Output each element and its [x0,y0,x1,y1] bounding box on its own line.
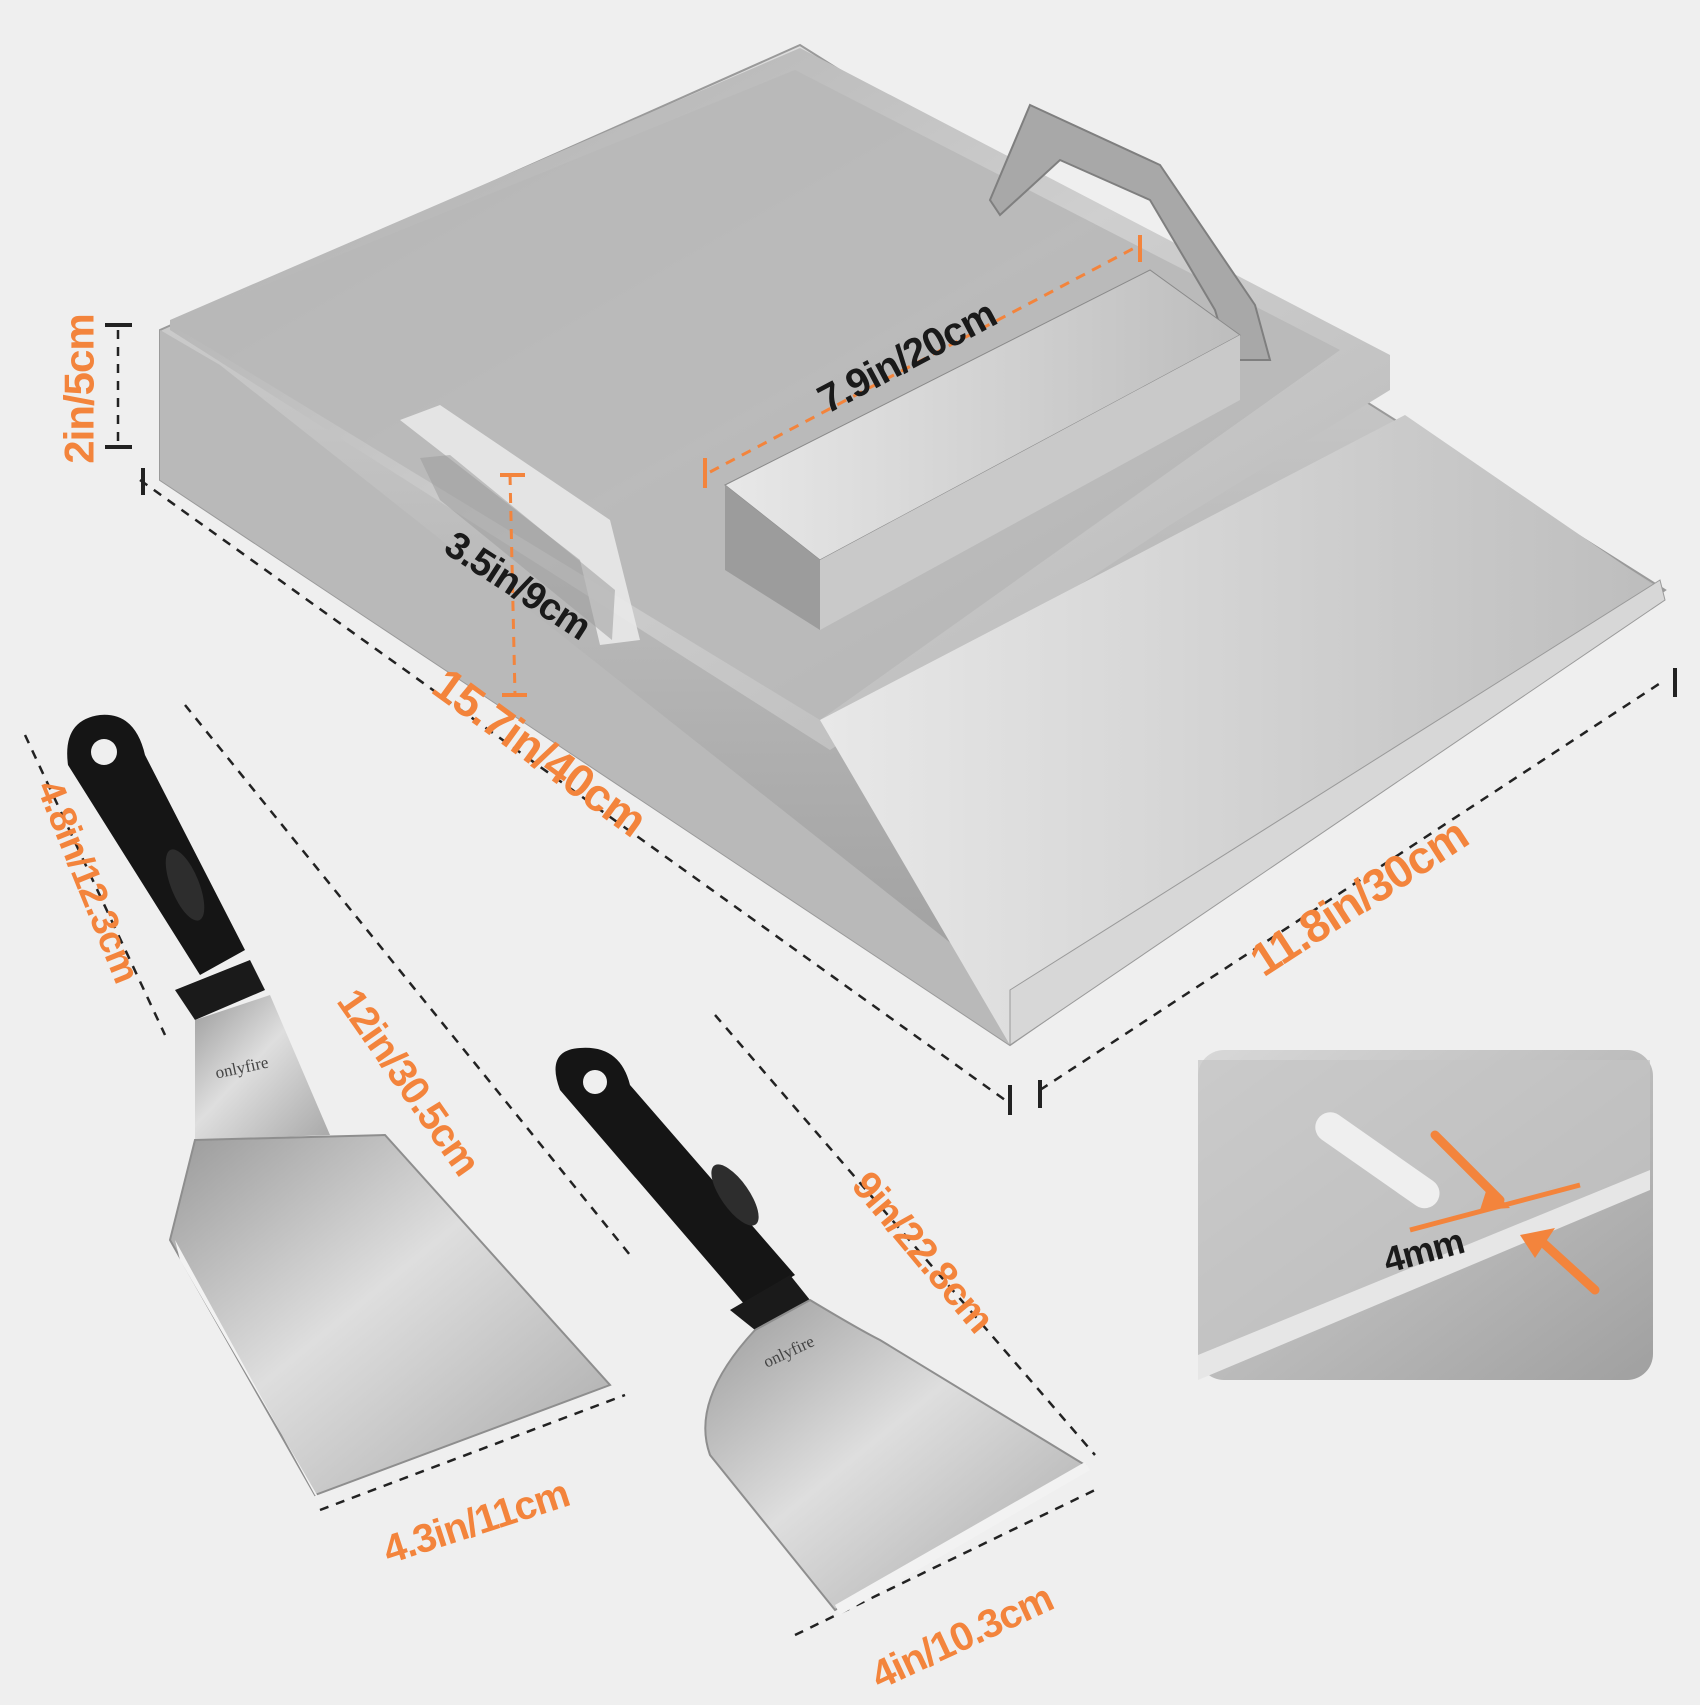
handle-dimension-lines [508,243,1141,696]
dimension-ticks [105,323,1677,1115]
thickness-inset [1198,1050,1653,1380]
griddle-tray [159,43,1667,1047]
spatula [67,714,612,1500]
height-tray-label: 2in/5cm [55,314,103,464]
handle-dimension-ticks [500,235,1142,697]
scraper [555,1047,1090,1615]
